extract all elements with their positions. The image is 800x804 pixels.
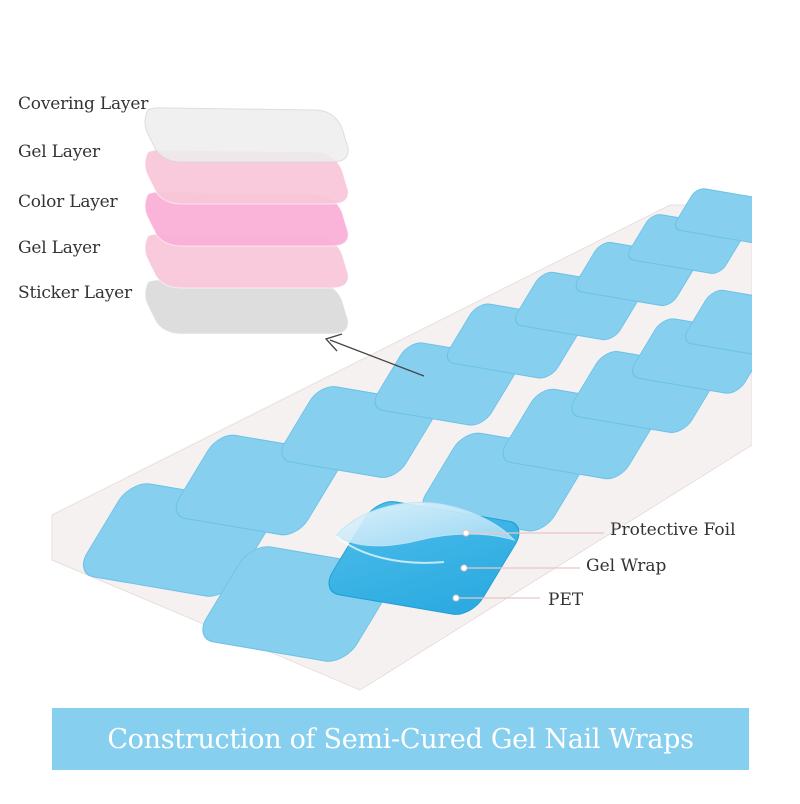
callout-pet: PET: [548, 590, 584, 610]
layer-label-color: Color Layer: [18, 192, 118, 212]
nail-wrap: [674, 188, 752, 244]
nail-sheet: [51, 188, 752, 691]
layer-covering: [144, 107, 349, 163]
callout-protective-foil: Protective Foil: [610, 520, 736, 540]
page-title: Construction of Semi-Cured Gel Nail Wrap…: [107, 723, 694, 755]
layer-stack: [144, 107, 349, 335]
layer-label-gel-top: Gel Layer: [18, 142, 100, 162]
arrow-icon: [324, 333, 425, 377]
title-banner: Construction of Semi-Cured Gel Nail Wrap…: [52, 708, 749, 770]
layer-label-covering: Covering Layer: [18, 94, 149, 114]
nail-wrap: [684, 289, 752, 359]
layer-label-sticker: Sticker Layer: [18, 283, 132, 303]
callout-lines: [452, 529, 604, 602]
layer-label-gel-bottom: Gel Layer: [18, 238, 100, 258]
peeled-nail-detail: [328, 501, 520, 615]
nail-grid: [82, 188, 752, 662]
callout-gel-wrap: Gel Wrap: [586, 556, 667, 576]
